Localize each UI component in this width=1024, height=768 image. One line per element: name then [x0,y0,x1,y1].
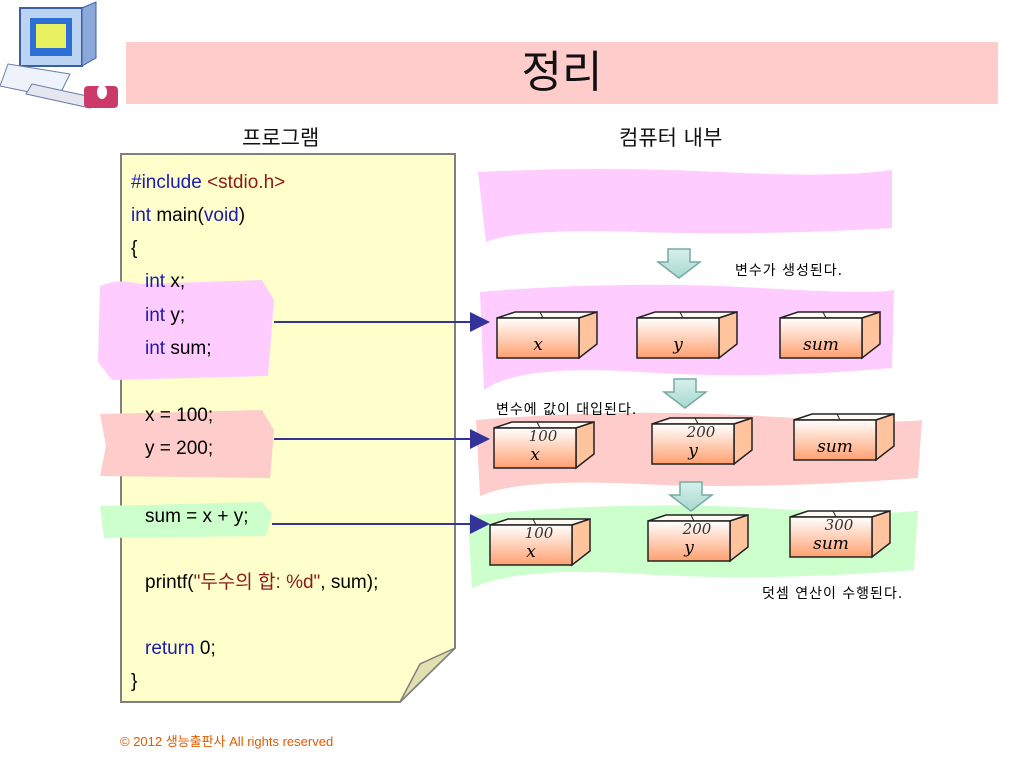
code-line-brace-close: } [131,671,138,692]
stage3-box-front-x [489,524,573,566]
stage3-box-front-sum [789,516,873,558]
computer-clipart-icon [0,1,118,109]
stage1-box-front-sum [779,317,863,359]
code-line-int-x: int x; [145,271,185,293]
code-line-brace-open: { [131,238,138,259]
return-keyword: return [145,638,195,659]
stage2-box-sum: sum [793,412,895,462]
include-keyword: #include [131,172,202,193]
main-return-type: int [131,205,152,226]
paper-curl [399,647,456,703]
title-bar [126,42,998,104]
stage1-box-front-y [636,317,720,359]
return-value: 0; [194,638,216,659]
stage3-label-x: x [526,542,536,562]
stage2-box-front-x [493,427,577,469]
stage1-label-y: y [672,335,683,355]
stage1-box-y: y [636,310,738,360]
copyright-notice: © 2012 생능출판사 All rights reserved [120,734,334,749]
code-line-printf: printf("두수의 합: %d", sum); [145,572,378,594]
stage2-label-y: y [687,441,698,461]
down-arrow-3 [667,481,715,512]
code-line-sum: sum = x + y; [145,506,249,527]
sum-highlight [100,502,272,538]
code-line-return: return 0; [145,638,216,660]
program-header: 프로그램 [242,126,320,150]
stage2-value-y: 200 [686,423,716,441]
printf-format: "두수의 합: %d" [193,572,321,593]
stage1-box-x: x [496,310,598,360]
stage2-box-front-sum [793,419,877,461]
note-variables-created: 변수가 생성된다. [735,263,844,279]
stage3-label-y: y [683,538,694,558]
stage0-area [478,169,892,242]
int-keyword: int [145,305,166,326]
decl-y: y; [165,305,186,326]
note-values-assigned: 변수에 값이 대입된다. [496,402,638,418]
printf-fn: printf( [145,572,194,593]
down-arrow-2 [661,378,709,409]
down-arrow-1 [655,248,703,279]
stage3-value-sum: 300 [825,516,854,534]
decl-sum: sum; [165,338,212,359]
stage2-label-x: x [530,445,540,465]
page-title: 정리 [521,47,603,98]
decl-x: x; [165,271,186,292]
stage3-box-front-y [647,520,731,562]
assignment-highlight [100,410,274,478]
stage3-value-x: 100 [525,524,554,542]
include-header: <stdio.h> [207,172,286,193]
stage2-box-front-y [651,423,735,465]
stage3-label-sum: sum [813,534,849,554]
code-line-int-y: int y; [145,305,185,327]
int-keyword: int [145,271,166,292]
stage1-box-sum: sum [779,310,881,360]
note-addition-performed: 덧셈 연산이 수행된다. [762,586,904,602]
declaration-highlight [98,280,274,380]
computer-header: 컴퓨터 내부 [619,126,723,150]
stage3-value-y: 200 [682,520,712,538]
int-keyword: int [145,338,166,359]
code-line-assign-y: y = 200; [145,438,214,459]
stage1-label-x: x [533,335,543,355]
stage2-label-sum: sum [817,437,853,457]
main-name: main( [151,205,204,226]
main-close-paren: ) [238,205,246,226]
stage2-value-x: 100 [529,427,558,445]
stage1-box-front-x [496,317,580,359]
code-line-include: #include <stdio.h> [131,172,285,194]
printf-args: , sum); [320,572,379,593]
code-line-assign-x: x = 100; [145,405,214,426]
code-line-int-sum: int sum; [145,338,212,360]
main-param: void [203,205,239,226]
stage1-label-sum: sum [803,335,839,355]
code-line-main: int main(void) [131,205,245,227]
